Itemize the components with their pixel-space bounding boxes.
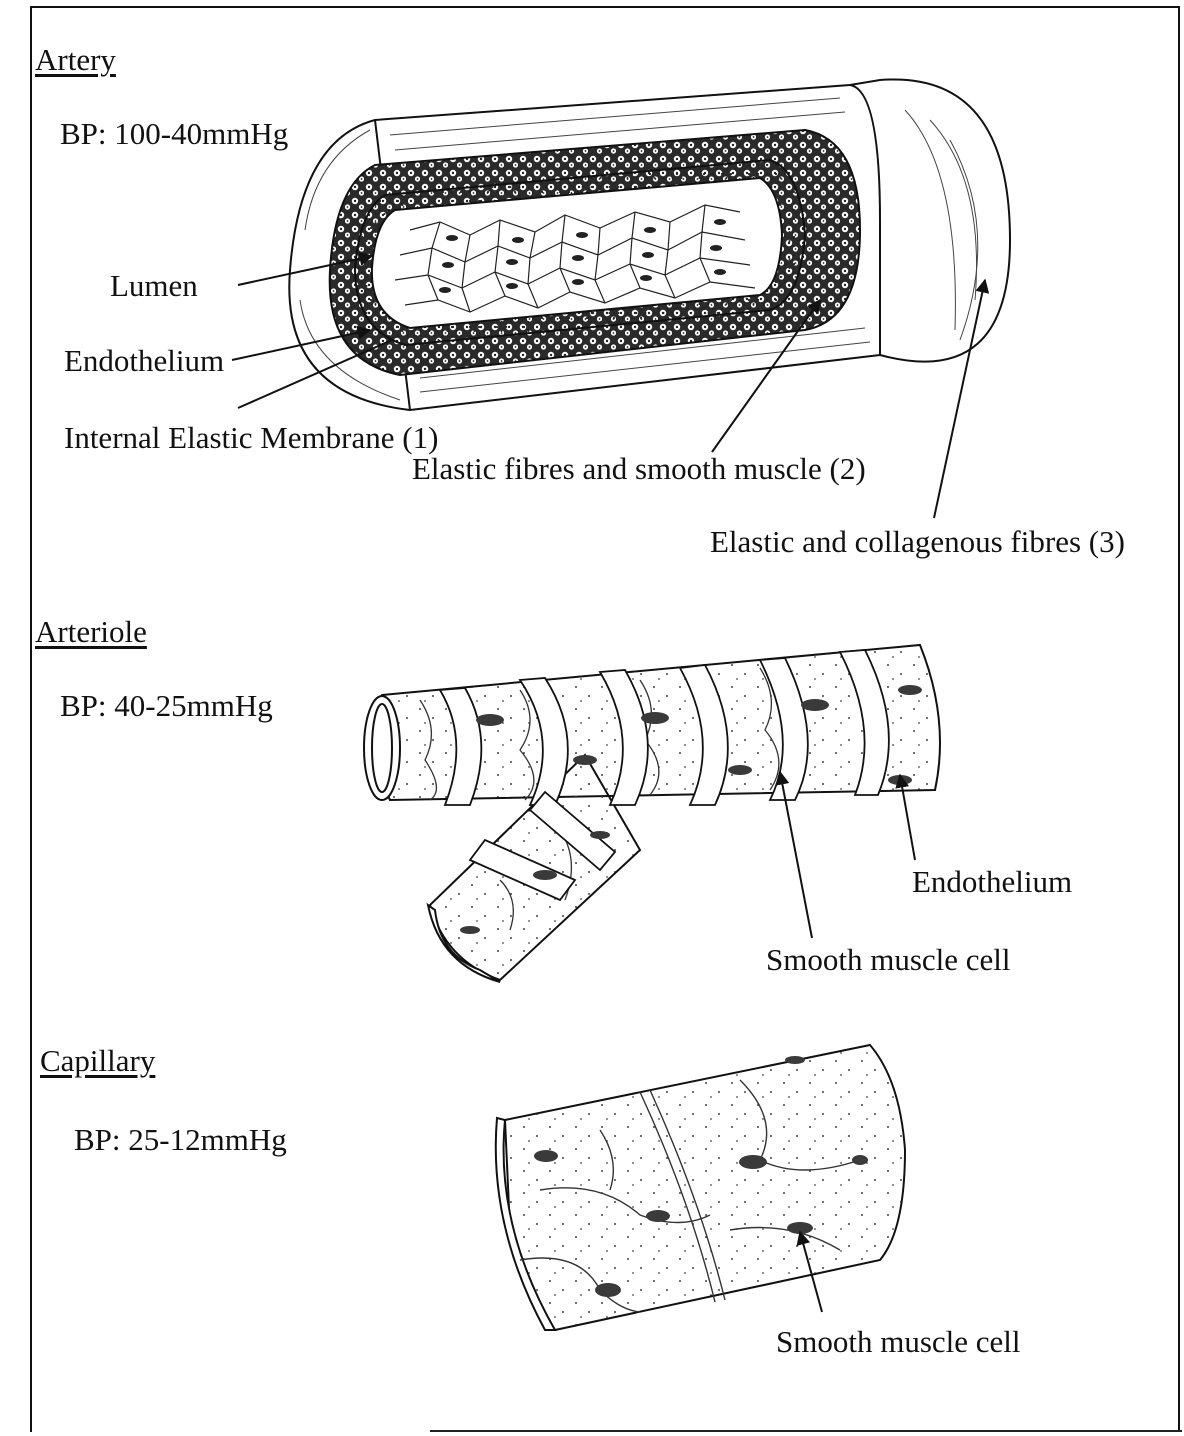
label-arteriole-endothelium: Endothelium: [912, 866, 1072, 897]
bp-arteriole: BP: 40-25mmHg: [60, 690, 273, 721]
label-elastic-fibres-smooth-muscle: Elastic fibres and smooth muscle (2): [412, 453, 866, 484]
label-artery-endothelium: Endothelium: [64, 345, 224, 376]
label-internal-elastic-membrane: Internal Elastic Membrane (1): [64, 422, 438, 453]
label-lumen: Lumen: [110, 270, 198, 301]
arteriole-drawing: [364, 645, 940, 982]
capillary-drawing: [496, 1045, 905, 1330]
bp-artery: BP: 100-40mmHg: [60, 118, 288, 149]
heading-capillary: Capillary: [40, 1045, 155, 1076]
label-capillary-smooth-muscle-cell: Smooth muscle cell: [776, 1326, 1021, 1357]
bp-capillary: BP: 25-12mmHg: [74, 1124, 287, 1155]
label-elastic-collagenous-fibres: Elastic and collagenous fibres (3): [710, 526, 1125, 557]
heading-artery: Artery: [35, 44, 116, 75]
heading-arteriole: Arteriole: [35, 616, 147, 647]
label-arteriole-smooth-muscle-cell: Smooth muscle cell: [766, 944, 1011, 975]
